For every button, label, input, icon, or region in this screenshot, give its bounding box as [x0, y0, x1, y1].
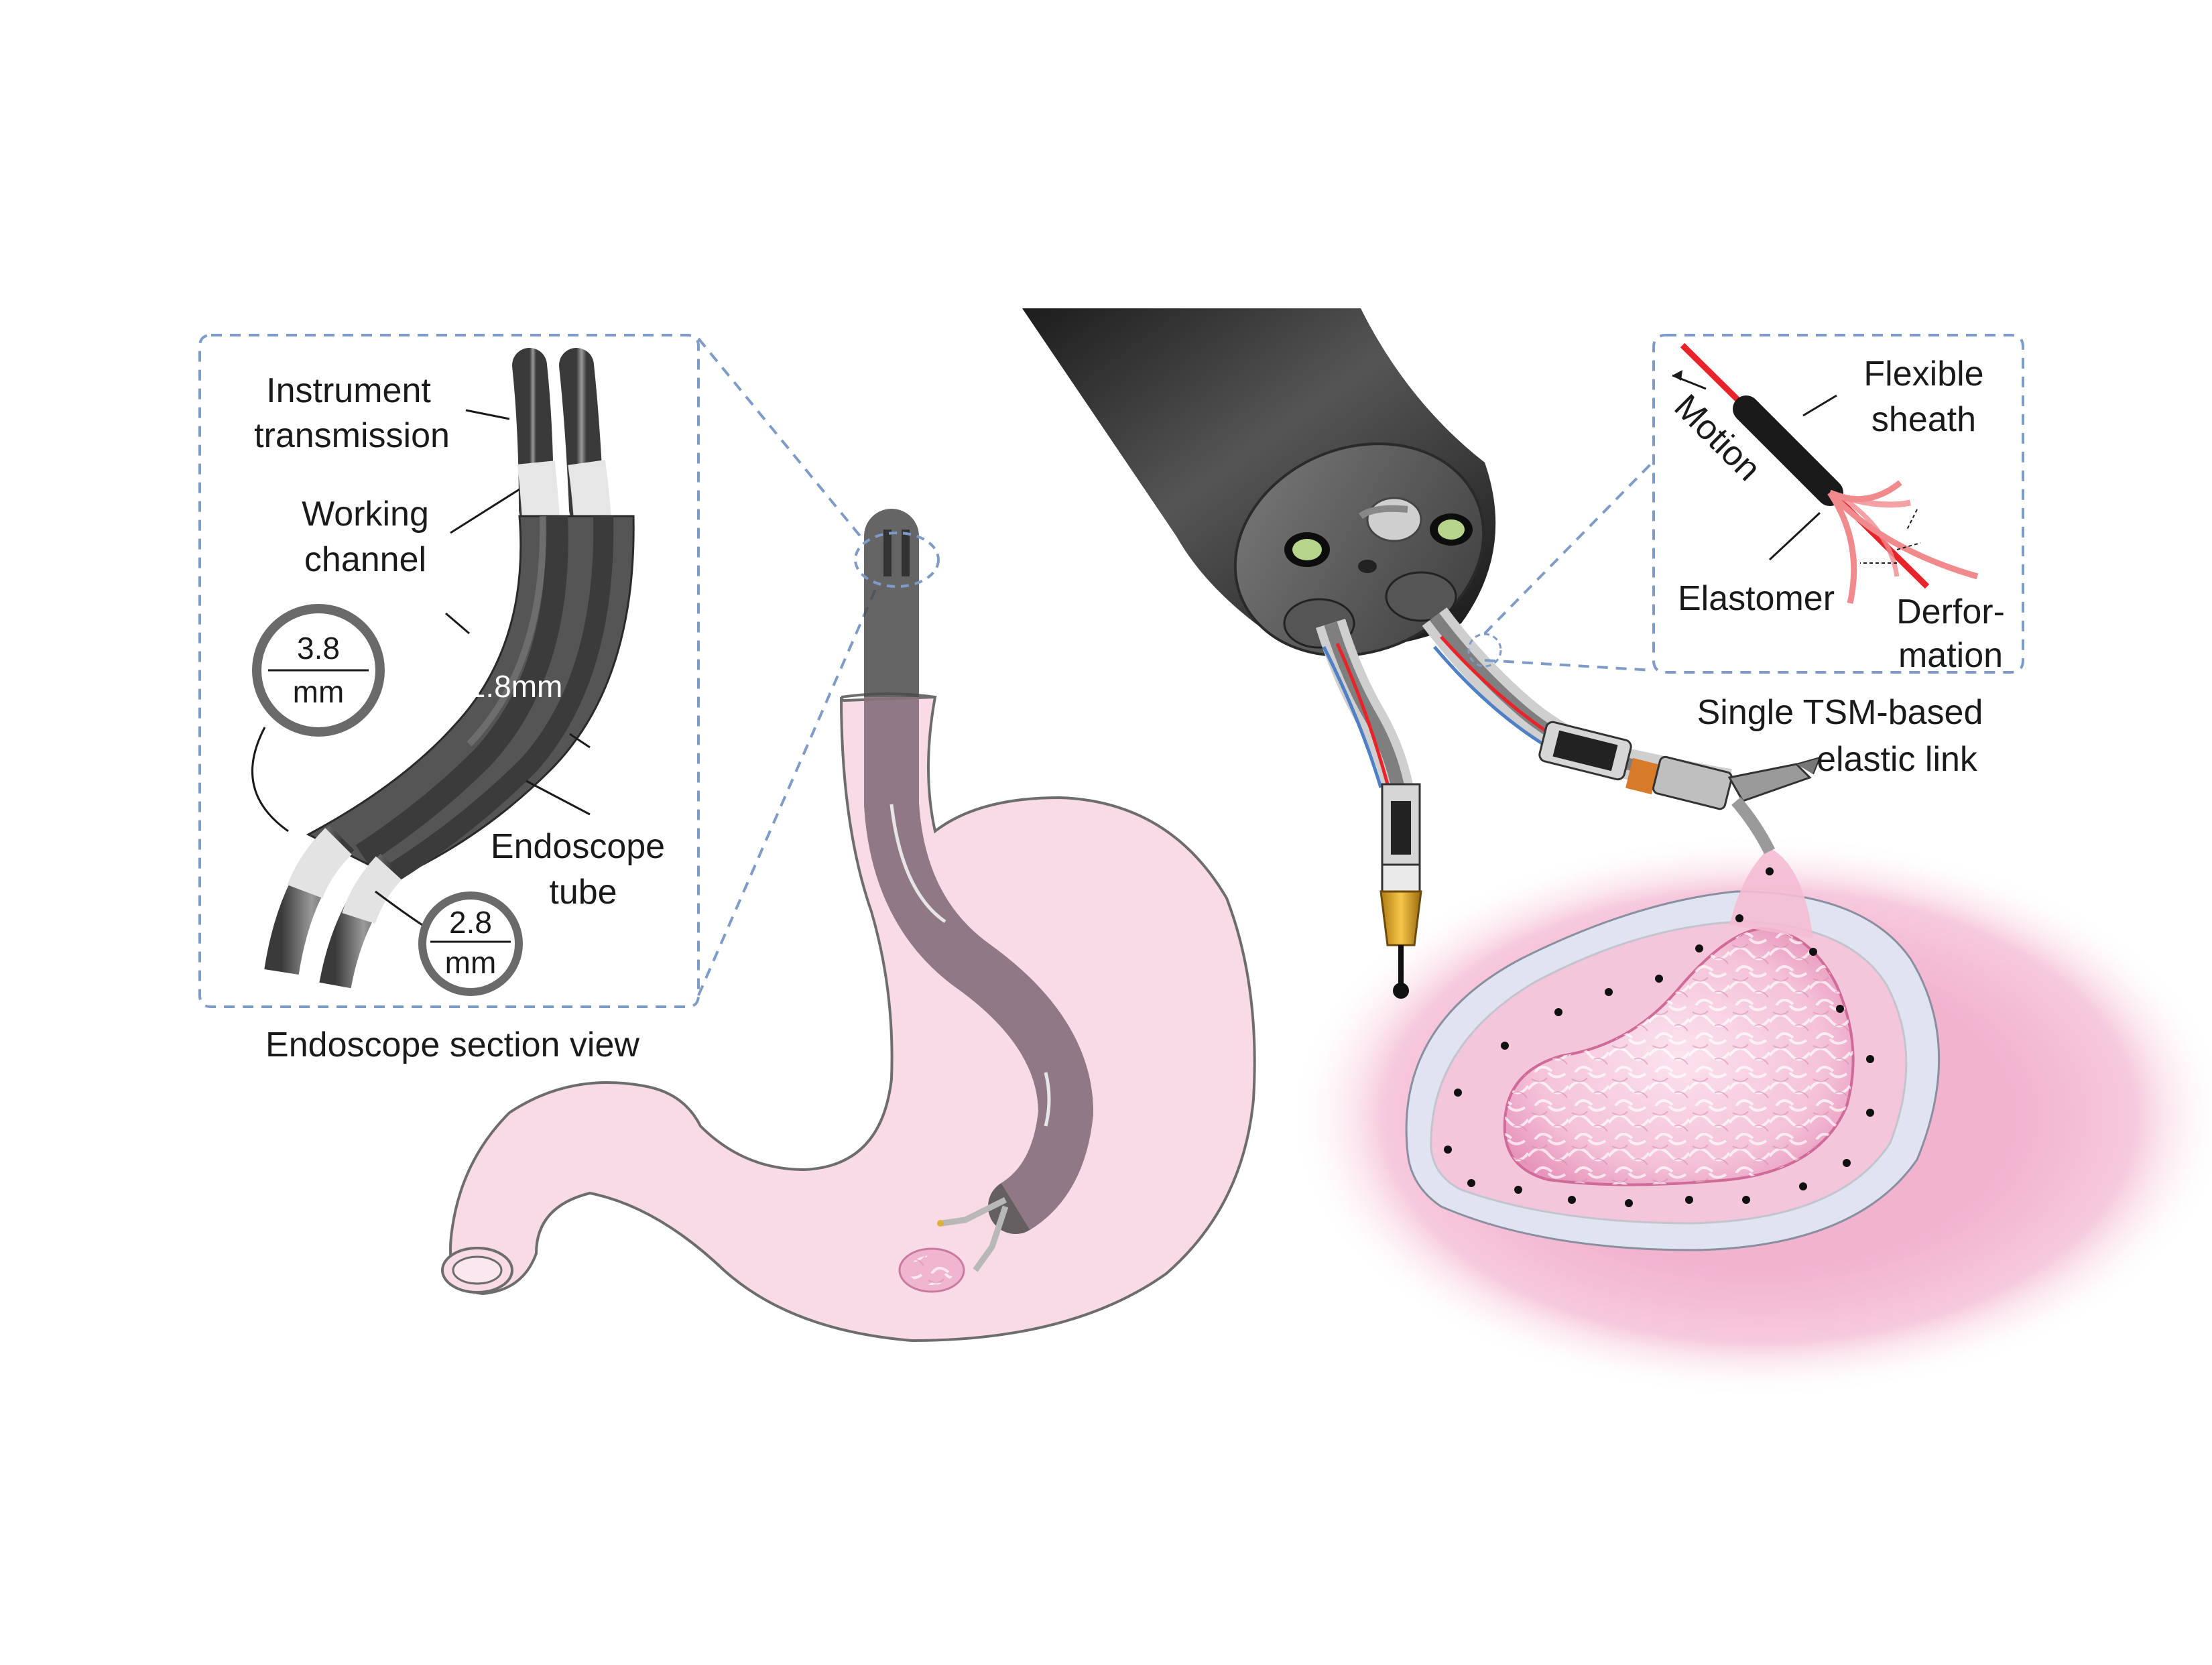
- instrument-rods-top: [512, 348, 612, 531]
- elastic-link-box: [1652, 334, 2024, 674]
- section-view-caption: Endoscope section view: [265, 1026, 639, 1064]
- section-view-box: [198, 334, 700, 1008]
- stomach: [441, 509, 1256, 1343]
- working-label-2: channel: [304, 540, 426, 579]
- grasper-instrument: [1422, 607, 1821, 855]
- instrument-label-2: transmission: [254, 416, 450, 455]
- stomach-outline: [449, 695, 1256, 1343]
- elastic-link-caption-2: elastic link: [1817, 740, 1978, 779]
- deformation-label-1: Derfor-: [1896, 593, 2005, 631]
- channel-dimension-a: 3.8 mm: [252, 604, 385, 737]
- instrument-rods-bottom: [264, 825, 404, 989]
- channel-b-value: 2.8: [449, 905, 492, 940]
- instrument-label-1: Instrument: [266, 371, 431, 410]
- channel-dimension-b: 2.8 mm: [418, 891, 523, 996]
- elastic-link-inset: Flexible sheath Motion Elastomer Derfor-…: [1652, 334, 2024, 779]
- flexible-sheath: [1733, 395, 1843, 506]
- section-view-panel: 3.8 mm 2.8 mm Instrument transmission Wo…: [198, 334, 700, 1064]
- tube-diameter-label: 11.8mm: [454, 669, 563, 704]
- flexible-sheath-label-1: Flexible: [1863, 355, 1983, 393]
- flexible-sheath-label-2: sheath: [1871, 400, 1976, 439]
- electrosurgical-knife: [1316, 619, 1422, 999]
- elastic-link-caption-1: Single TSM-based: [1697, 693, 1983, 732]
- tube-label-1: Endoscope: [491, 827, 665, 866]
- channel-a-value: 3.8: [297, 631, 340, 666]
- tube-label-2: tube: [549, 873, 617, 912]
- elastomer-label: Elastomer: [1678, 579, 1835, 618]
- endoscope-distal-end: [1022, 308, 1496, 657]
- deformation-label-2: mation: [1898, 636, 2003, 675]
- channel-b-unit: mm: [445, 945, 497, 980]
- lesion-field: [1290, 835, 2212, 1398]
- marker-dots: [1444, 867, 1874, 1207]
- channel-a-unit: mm: [293, 674, 345, 709]
- working-label-1: Working: [302, 495, 429, 534]
